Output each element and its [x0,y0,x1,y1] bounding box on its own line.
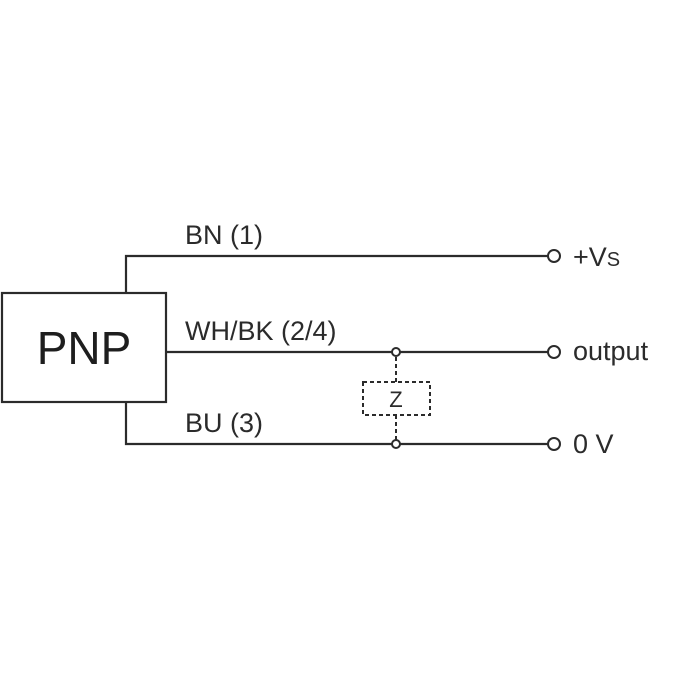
junction-zero-volt [391,439,401,449]
pnp-device-label: PNP [37,322,132,374]
bn-wire [124,254,548,293]
vs-terminal-label: +VS [573,242,620,272]
load-z-label: Z [389,387,402,412]
bn-wire-label: BN (1) [185,220,263,250]
output-terminal [547,345,561,359]
junction-output [391,347,401,357]
bu-wire-label: BU (3) [185,408,263,438]
zero-volt-terminal [547,437,561,451]
output-terminal-label: output [573,336,649,366]
bn-terminal [547,249,561,263]
wh-bk-wire-label: WH/BK (2/4) [185,316,337,346]
bu-wire [124,402,548,446]
pnp-device-box [0,291,168,404]
zero-volt-terminal-label: 0 V [573,429,614,459]
